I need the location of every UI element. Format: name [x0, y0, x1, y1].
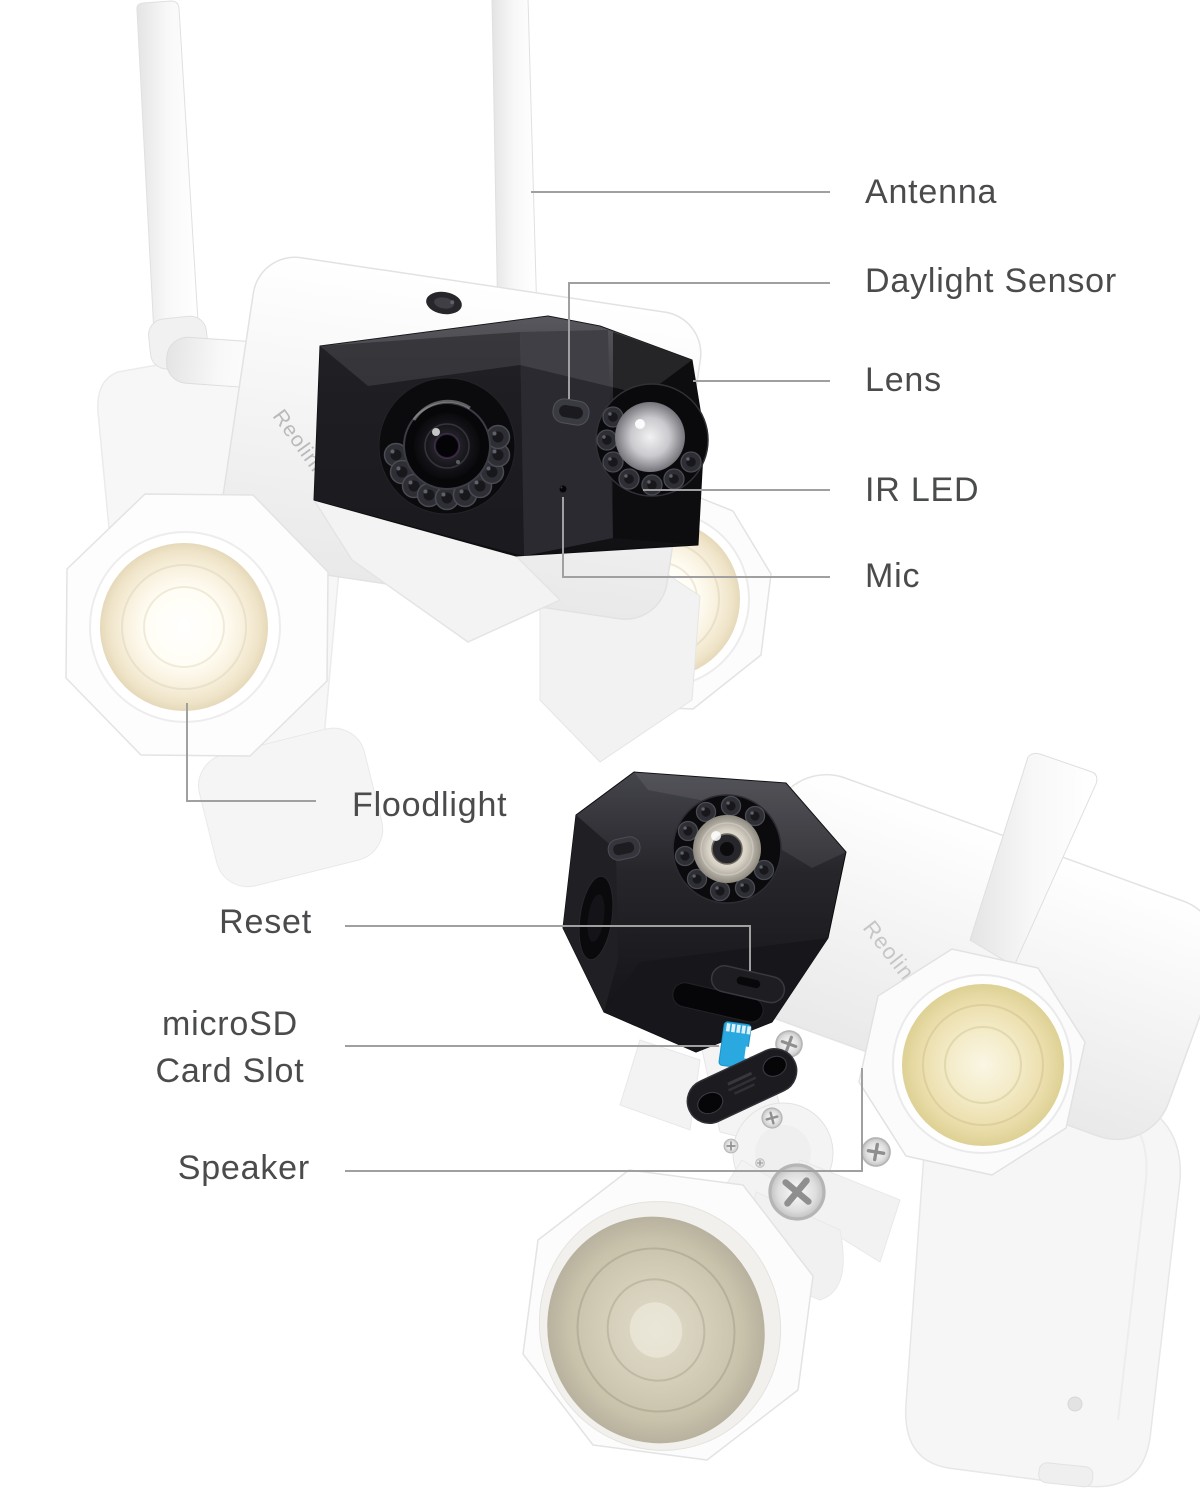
daylight-sensor	[607, 836, 641, 861]
top-button	[426, 291, 462, 315]
label-microsd-line2: Card Slot	[155, 1052, 305, 1090]
label-antenna: Antenna	[865, 173, 998, 211]
label-speaker: Speaker	[177, 1149, 310, 1187]
speaker-callout-line	[345, 1068, 863, 1172]
right-lens	[595, 383, 709, 497]
daylight-sensor	[552, 398, 590, 426]
label-daylight-sensor: Daylight Sensor	[865, 262, 1118, 300]
label-microsd-line1: microSD	[162, 1005, 298, 1043]
reset-callout-line	[345, 925, 751, 971]
label-ir-led: IR LED	[865, 471, 980, 509]
side-lens	[578, 875, 614, 961]
floodlight-lens	[902, 984, 1064, 1146]
bottom-left-floodlight	[522, 1169, 814, 1461]
bottom-cover-plate	[686, 1048, 798, 1124]
label-microsd-card-slot: microSD Card Slot	[112, 1001, 348, 1095]
label-reset: Reset	[219, 903, 312, 941]
black-visor	[313, 315, 709, 557]
label-floodlight: Floodlight	[352, 786, 508, 824]
bottom-right-floodlight	[858, 948, 1086, 1176]
right-antenna	[491, 0, 538, 329]
label-mic: Mic	[865, 557, 921, 595]
top-left-floodlight	[65, 493, 329, 757]
black-camera-head	[562, 771, 847, 1053]
floodlight-rear-arm	[198, 727, 384, 888]
lens	[672, 794, 782, 904]
microsd-card	[718, 1021, 752, 1069]
bottom-camera-illustration: Reolink	[522, 752, 1200, 1488]
callout-lines	[186, 191, 863, 1172]
top-camera-illustration: Reolink	[65, 0, 772, 888]
antenna	[969, 752, 1098, 967]
mic-hole	[559, 485, 567, 493]
floodlight-lens	[100, 543, 268, 711]
floodlight-callout-line	[186, 703, 316, 802]
left-lens	[378, 377, 516, 515]
daylight-sensor-callout-line	[568, 282, 830, 399]
mic-callout-line	[562, 497, 830, 578]
label-lens: Lens	[865, 361, 942, 399]
reset-button	[710, 965, 786, 1004]
